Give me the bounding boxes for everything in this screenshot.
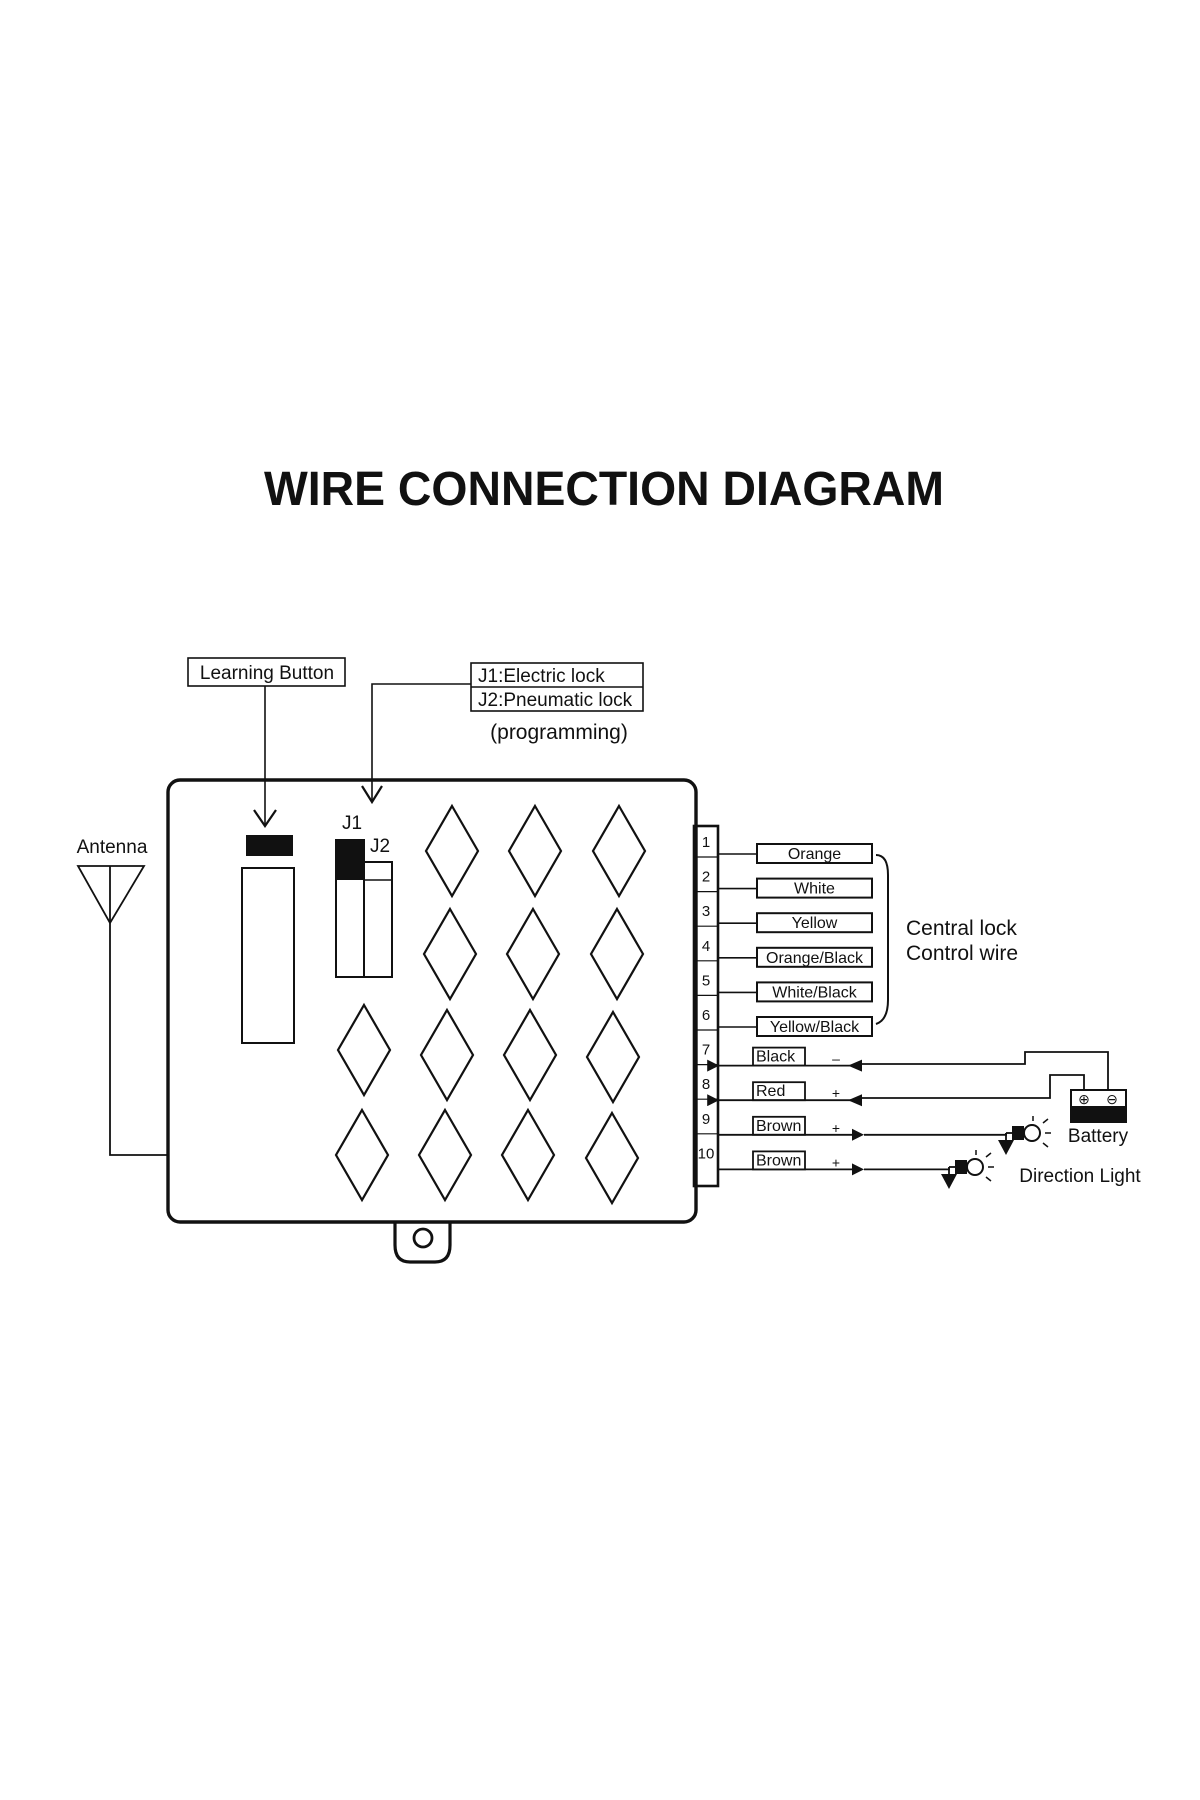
terminal-number: 1 — [702, 834, 710, 851]
polarity-sign: + — [832, 1154, 840, 1170]
jumper-mode-callout: J1:Electric lock J2:Pneumatic lock (prog… — [361, 662, 644, 805]
arrow-head — [848, 1059, 862, 1072]
terminal-number: 6 — [702, 1007, 710, 1024]
wire-label-box — [756, 877, 873, 899]
wire-label: Red — [756, 1083, 785, 1100]
arrow-head — [848, 1094, 862, 1107]
diamond — [502, 1007, 558, 1103]
jumper-j1-label: J1 — [342, 813, 362, 834]
diamond — [584, 1110, 640, 1206]
diamond — [419, 1007, 475, 1103]
wire-label-box — [756, 843, 873, 864]
direction-light-bulb-1 — [998, 1116, 1051, 1155]
diamond — [334, 1107, 390, 1203]
direction-lights: Direction Light — [941, 1116, 1141, 1189]
terminal-number: 5 — [702, 972, 710, 989]
diamond — [591, 803, 647, 899]
terminal-number: 8 — [702, 1076, 710, 1093]
wire-label: Brown — [756, 1118, 801, 1135]
diamond — [422, 906, 478, 1002]
diamond — [336, 1002, 392, 1098]
diamond — [505, 906, 561, 1002]
diamond — [417, 1107, 473, 1203]
arrow-head — [852, 1128, 864, 1141]
battery-minus: ⊖ — [1106, 1091, 1118, 1107]
wire-label: Orange — [788, 846, 841, 863]
antenna: Antenna — [76, 837, 168, 1156]
terminal-number: 3 — [702, 903, 710, 920]
terminal-row: 8 Red + — [694, 1076, 862, 1107]
terminal-number: 2 — [702, 869, 710, 886]
wire-line — [864, 1133, 1007, 1136]
battery-label: Battery — [1068, 1126, 1129, 1147]
wire-label: White/Black — [772, 984, 857, 1001]
jumper-j1-cap[interactable] — [337, 840, 364, 880]
terminal-number: 10 — [698, 1145, 715, 1162]
mounting-hole — [412, 1227, 434, 1249]
terminal-number: 7 — [702, 1042, 710, 1059]
programming-label: (programming) — [490, 721, 628, 744]
j1-electric-lock-label: J1:Electric lock — [478, 666, 605, 687]
diamond — [507, 803, 563, 899]
learning-button-callout: Learning Button — [187, 657, 346, 828]
diamond — [585, 1009, 641, 1105]
wire-label: Yellow — [792, 915, 838, 932]
wire-label-box — [756, 946, 873, 968]
j2-pneumatic-lock-label: J2:Pneumatic lock — [478, 690, 633, 711]
central-lock-group: Central lock Control wire — [875, 854, 1018, 1025]
wire-label-box — [756, 981, 873, 1003]
arrow-head — [852, 1163, 864, 1176]
learning-button-slot — [241, 867, 295, 1044]
wire-connector — [692, 824, 720, 1188]
terminal-row: 7 Black – — [694, 1042, 862, 1072]
terminal-row: 10 Brown + — [698, 1145, 950, 1176]
polarity-sign: – — [832, 1051, 840, 1067]
wire-label-box — [756, 1016, 873, 1037]
jumper-block: J1 J2 — [335, 813, 393, 978]
central-lock-label: Central lock — [906, 917, 1017, 940]
battery-plus: ⊕ — [1078, 1091, 1090, 1107]
terminal-row: 9 Brown + — [694, 1111, 1007, 1141]
direction-light-bulb-2 — [941, 1150, 994, 1189]
keypad-diamonds — [334, 803, 647, 1206]
terminal-number: 9 — [702, 1111, 710, 1128]
wire-label-box — [756, 912, 873, 934]
direction-light-label: Direction Light — [1019, 1166, 1141, 1187]
diamond — [424, 803, 480, 899]
antenna-label: Antenna — [77, 837, 148, 858]
ground-icon — [998, 1140, 1014, 1155]
terminal-number: 4 — [702, 938, 710, 955]
wire-label: Yellow/Black — [770, 1019, 860, 1036]
learning-button-label: Learning Button — [200, 663, 334, 684]
battery: ⊕ ⊖ Battery — [858, 1051, 1129, 1147]
jumper-j2-label: J2 — [370, 836, 390, 857]
wire-label: Brown — [756, 1152, 801, 1169]
wire-line — [864, 1167, 950, 1171]
ground-icon — [941, 1174, 957, 1189]
wire-label: White — [794, 881, 835, 898]
polarity-sign: + — [832, 1120, 840, 1136]
diamond — [500, 1107, 556, 1203]
learning-button[interactable] — [246, 835, 293, 856]
control-module: J1 J2 — [166, 778, 720, 1264]
wire-label: Black — [756, 1049, 796, 1066]
wire-label: Orange/Black — [766, 950, 864, 967]
diamond — [589, 906, 645, 1002]
diagram-title: WIRE CONNECTION DIAGRAM — [264, 463, 944, 516]
polarity-sign: + — [832, 1085, 840, 1101]
control-wire-label: Control wire — [906, 942, 1018, 965]
